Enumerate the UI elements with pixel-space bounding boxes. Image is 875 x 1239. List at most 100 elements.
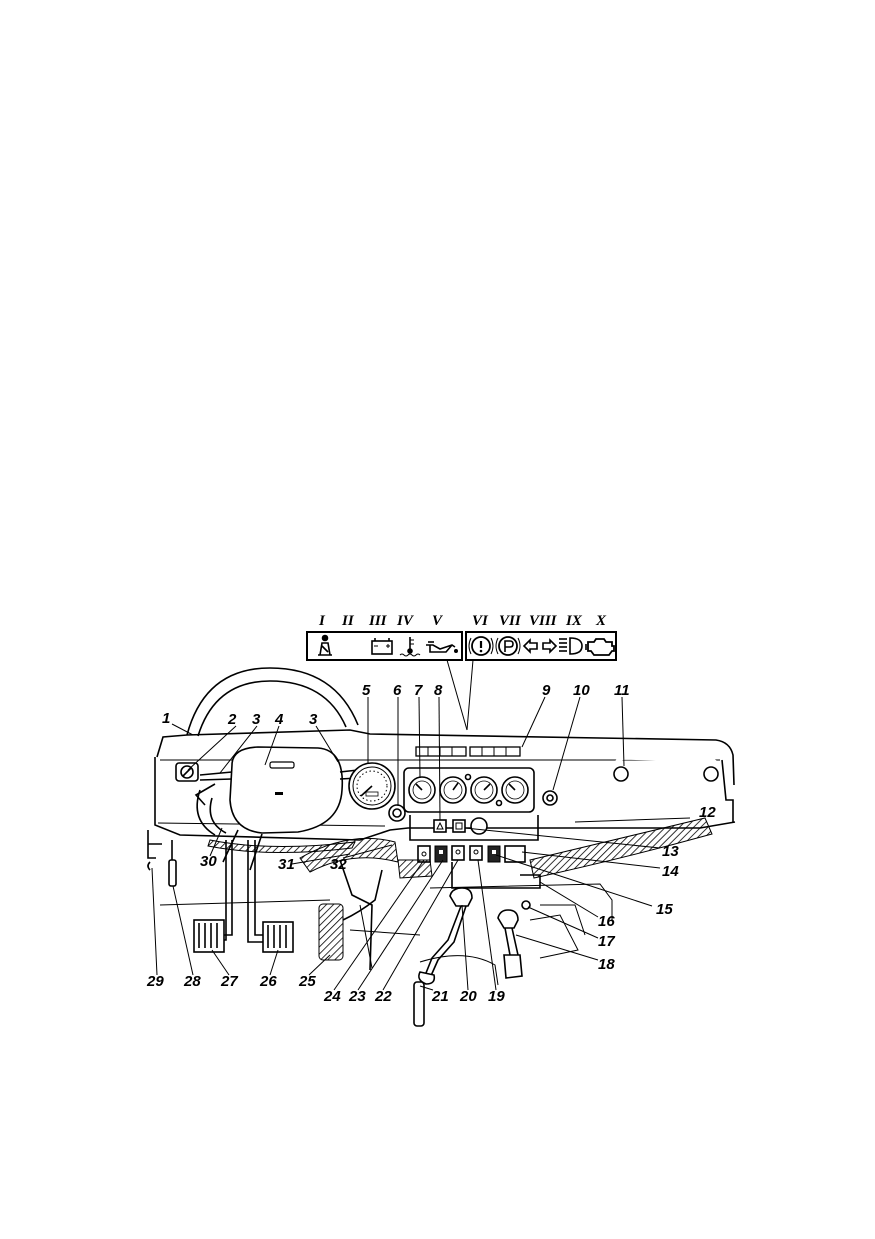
callout-label: 17 (598, 933, 615, 950)
heater-hose-right (529, 817, 713, 879)
left-bracket (147, 830, 162, 871)
fuel-gauge (439, 776, 467, 804)
callout-label: 5 (362, 682, 371, 699)
dashboard-lower-edge (154, 757, 736, 841)
callout-label: 21 (431, 988, 449, 1005)
callout-label: 3 (309, 711, 318, 728)
parking-brake-icon (495, 636, 521, 656)
turn-right-arrow-icon (542, 638, 558, 654)
speedometer-gauge (348, 762, 396, 810)
roman-numeral: I (318, 613, 326, 629)
callout-label: 15 (656, 901, 673, 918)
oil-pressure-icon (426, 641, 458, 653)
parking-brake-lever (413, 981, 425, 1027)
steering-wheel-rim-inner (197, 680, 347, 737)
roman-numeral: II (341, 613, 355, 629)
roman-numeral-row: I II III IV V VI VII VIII IX X (318, 613, 607, 629)
callout-label: 26 (259, 973, 277, 990)
turn-left-arrow-icon (522, 638, 538, 654)
callout-label: 1 (162, 710, 170, 727)
hub-emblem (269, 761, 295, 769)
hazard-switch (433, 819, 447, 833)
roman-numeral: VI (472, 613, 489, 629)
callout-label: 24 (323, 988, 341, 1005)
grab-handle (612, 756, 722, 782)
cluster-screw (464, 773, 472, 781)
callout-label: 14 (662, 863, 679, 880)
console-duct-lower (429, 883, 613, 920)
heater-hose-center (397, 859, 433, 879)
temperature-gauge (470, 776, 498, 804)
left-switch (175, 762, 199, 782)
clutch-pedal (193, 840, 233, 953)
transfer-case-lever (497, 909, 523, 979)
callout-label: 13 (662, 843, 679, 860)
roman-numeral: V (432, 613, 444, 629)
hazard-knob (542, 790, 558, 806)
callout-label: 19 (488, 988, 505, 1005)
steering-hub (229, 746, 344, 834)
callout-label: 31 (278, 856, 295, 873)
roman-numeral: IV (396, 613, 415, 629)
lower-switch-row (417, 845, 526, 863)
dashboard-top-edge (156, 729, 735, 786)
callout-label: 4 (274, 711, 284, 728)
dashboard-panel (147, 667, 736, 1027)
roman-numeral: VII (499, 613, 522, 629)
roman-numeral: VIII (529, 613, 558, 629)
accelerator-pedal (318, 869, 383, 961)
battery-icon (371, 638, 393, 655)
callout-label: 20 (459, 988, 477, 1005)
hub-badge (275, 792, 283, 795)
roman-numeral: X (595, 613, 607, 629)
legend-leader (446, 659, 468, 731)
rear-fog-switch (452, 819, 466, 833)
heater-hose-left (299, 837, 399, 873)
steering-wheel-left-rim (194, 783, 216, 806)
hood-release (168, 840, 177, 887)
callout-label: 29 (146, 973, 164, 990)
legend-leader (466, 659, 474, 731)
check-engine-icon (585, 638, 615, 656)
callout-label: 28 (183, 973, 201, 990)
steering-wheel-lower (196, 789, 227, 836)
floor-tunnel (529, 904, 586, 959)
brake-warning-icon (468, 636, 494, 656)
stalk-left (199, 771, 233, 781)
callout-label: 9 (542, 682, 551, 699)
dashboard-right-end (721, 759, 734, 822)
callout-label: 23 (348, 988, 366, 1005)
cluster-screw (495, 799, 503, 807)
callout-label: 8 (434, 682, 443, 699)
console-duct (451, 862, 541, 889)
high-beam-icon (559, 637, 583, 655)
callout-labels: 1 2 3 4 3 5 6 7 8 9 10 11 12 13 14 15 16… (146, 682, 716, 1005)
callout-label: 3 (252, 711, 261, 728)
callout-label: 2 (227, 711, 237, 728)
seatbelt-icon (318, 634, 332, 656)
column-support (339, 859, 373, 971)
callout-label: 12 (699, 804, 716, 821)
brake-pedal (247, 840, 294, 953)
voltmeter-gauge (501, 776, 529, 804)
indicator-strip (415, 746, 521, 757)
callout-label: 10 (573, 682, 590, 699)
callout-label: 18 (598, 956, 615, 973)
leader-lines (151, 696, 691, 991)
floor-line (159, 899, 421, 936)
callout-label: 6 (393, 682, 402, 699)
cigarette-lighter (470, 817, 488, 835)
ignition-knob (388, 804, 406, 822)
callout-label: 11 (614, 682, 630, 699)
callout-label: 30 (200, 853, 217, 870)
roman-numeral: IX (565, 613, 583, 629)
roman-numeral: III (368, 613, 388, 629)
column-support-2 (359, 904, 373, 969)
callout-label: 22 (374, 988, 392, 1005)
callout-label: 16 (598, 913, 615, 930)
indicator-legend: I II III IV V VI VII VIII IX X (306, 613, 617, 661)
gear-shift-lever (418, 887, 473, 985)
callout-label: 7 (414, 682, 423, 699)
